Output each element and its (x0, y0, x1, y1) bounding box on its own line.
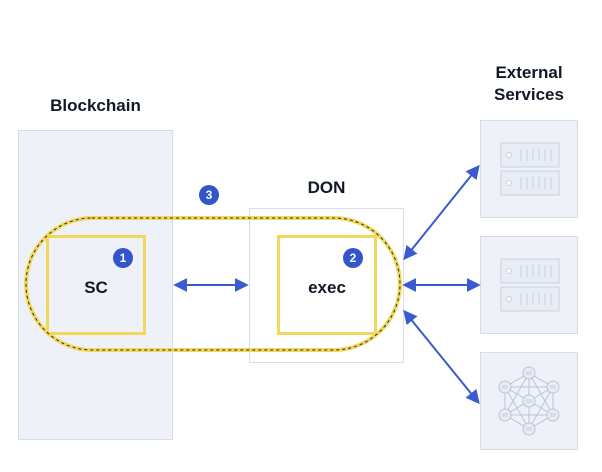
exec-badge: 2 (343, 248, 363, 268)
external-services-label: External Services (470, 62, 588, 106)
loop-dash (25, 217, 401, 351)
exec-node-label: exec (308, 278, 346, 297)
don-label: DON (307, 178, 346, 197)
exec-node: exec (277, 235, 377, 335)
don-service3-arrow (403, 309, 480, 405)
blockchain-label: Blockchain (50, 96, 141, 115)
service-panel-3 (480, 352, 578, 450)
loop-badge: 3 (199, 185, 219, 205)
don-service1-arrow (403, 164, 480, 261)
sc-node-label: SC (84, 278, 108, 297)
server-icon (500, 142, 560, 196)
blockchain-panel (18, 130, 173, 440)
service-panel-1 (480, 120, 578, 218)
external-services-label-line2: Services (494, 85, 564, 104)
external-services-label-line1: External (495, 63, 563, 82)
sc-badge: 1 (113, 248, 133, 268)
network-icon (498, 366, 560, 436)
sc-node: SC (46, 235, 146, 335)
server-icon (500, 258, 560, 312)
